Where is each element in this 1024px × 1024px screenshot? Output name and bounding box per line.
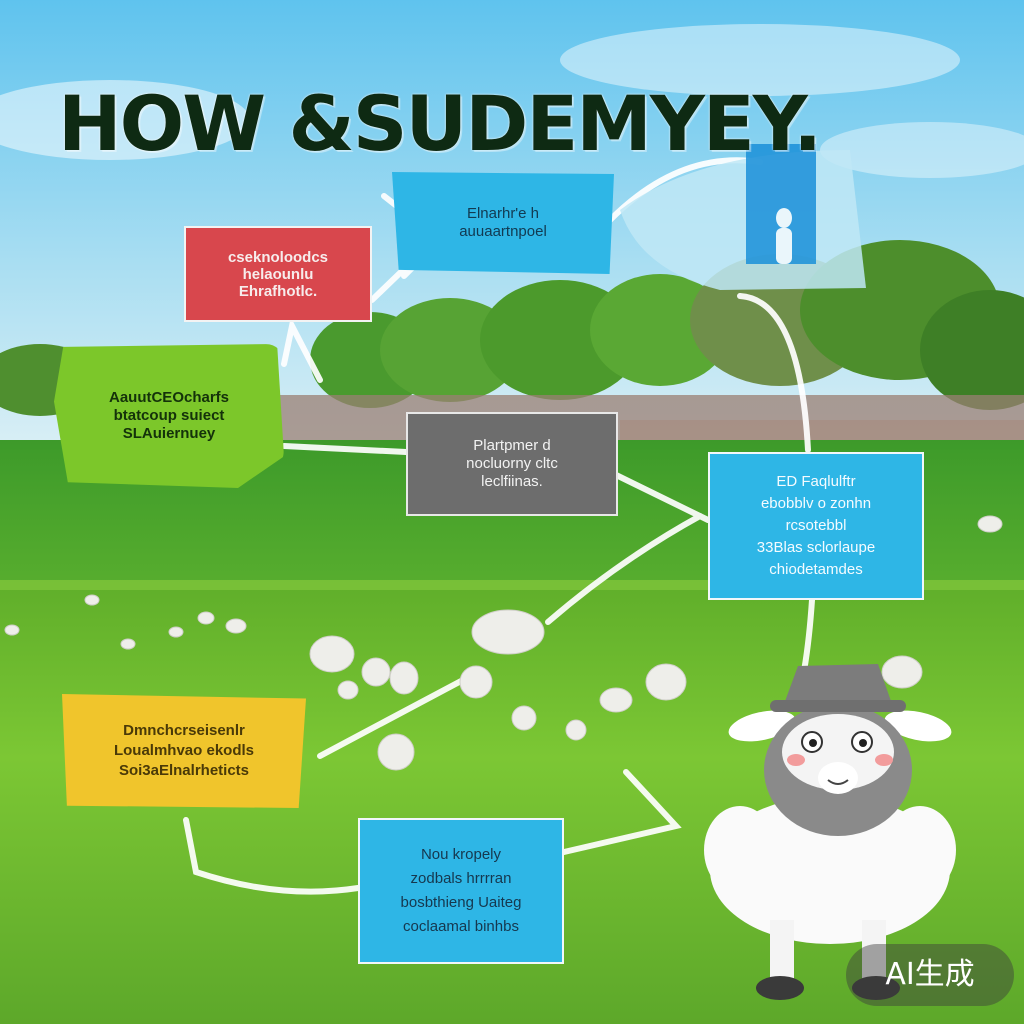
blue-top-card: Elnarhr'e h auuaartnpoel: [392, 172, 614, 274]
ai-generated-badge: AI生成: [846, 944, 1014, 1006]
green-card-text: AauutCEOcharfs btatcoup suiect SLAuiernu…: [108, 389, 230, 442]
grazing-sheep-icon: [120, 638, 136, 650]
connector-green-to-red: [281, 317, 323, 383]
blue-right-card: ED Faqlulftr ebobblv o zonhn rcsotebbl 3…: [708, 452, 924, 600]
grazing-sheep-icon: [309, 635, 355, 673]
red-card-text: cseknoloodcs helaounlu Ehrafhotlc.: [227, 248, 329, 300]
blue-top-card-text: Elnarhr'e h auuaartnpoel: [459, 205, 547, 240]
grazing-sheep-icon: [337, 680, 359, 700]
page-title: HOW &SUDEMYEY.: [58, 78, 822, 168]
grazing-sheep-icon: [225, 618, 247, 634]
grazing-sheep-icon: [377, 733, 415, 771]
person-silhouette-icon: [776, 208, 792, 264]
grazing-sheep-icon: [197, 611, 215, 625]
connector-green-to-gray: [281, 443, 409, 455]
grazing-sheep-icon: [84, 594, 100, 606]
connector-sheep-to-yellow: [317, 669, 481, 759]
grazing-sheep-icon: [459, 665, 493, 699]
grazing-sheep-icon: [389, 661, 419, 695]
connector-blue-bottom-to-right: [561, 769, 682, 855]
grazing-sheep-icon: [565, 719, 587, 741]
grazing-sheep-icon: [471, 609, 545, 655]
grazing-sheep-icon: [977, 515, 1003, 533]
red-card: cseknoloodcs helaounlu Ehrafhotlc.: [184, 226, 372, 322]
connector-yellow-to-blue-bottom: [183, 817, 361, 895]
blue-bottom-card-text: Nou kropely zodbals hrrrran bosbthieng U…: [400, 846, 522, 935]
grazing-sheep-icon: [881, 655, 923, 689]
yellow-card: Dmnchcrseisenlr Loualmhvao ekodls Soi3aE…: [62, 694, 306, 808]
grazing-sheep-icon: [4, 624, 20, 636]
blue-right-card-text: ED Faqlulftr ebobblv o zonhn rcsotebbl 3…: [756, 473, 876, 578]
connector-figure-down: [737, 293, 811, 453]
green-speech-card: AauutCEOcharfs btatcoup suiect SLAuiernu…: [54, 344, 284, 488]
yellow-card-text: Dmnchcrseisenlr Loualmhvao ekodls Soi3aE…: [113, 722, 255, 779]
gray-card: Plartpmer d nocluorny cltc leclfiinas.: [406, 412, 618, 516]
grazing-sheep-icon: [599, 687, 633, 713]
grazing-sheep-icon: [645, 663, 687, 701]
blue-bottom-card: Nou kropely zodbals hrrrran bosbthieng U…: [358, 818, 564, 964]
gray-card-text: Plartpmer d nocluorny cltc leclfiinas.: [466, 437, 558, 490]
grazing-sheep-icon: [361, 657, 391, 687]
connector-blue-right-to-sheep: [545, 513, 703, 625]
connector-gray-to-blue-right: [607, 469, 711, 523]
grazing-sheep-icon: [511, 705, 537, 731]
grazing-sheep-icon: [168, 626, 184, 638]
